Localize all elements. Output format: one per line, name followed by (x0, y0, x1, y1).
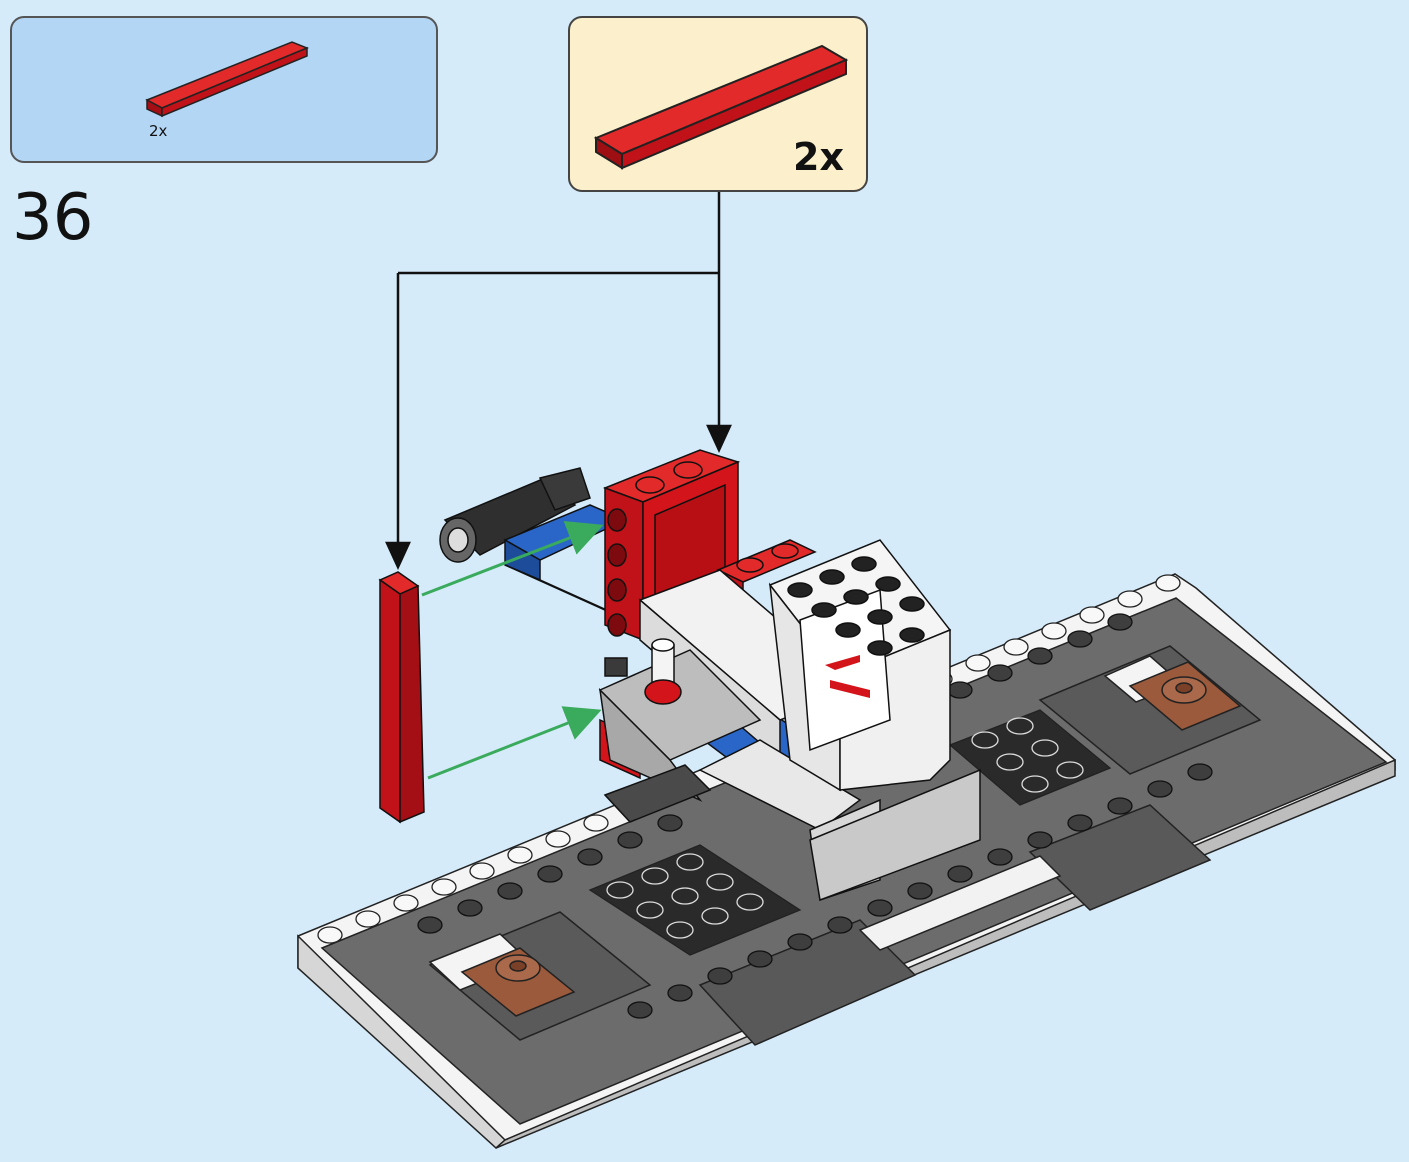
sub-assembly-callout: 2x (10, 16, 438, 163)
hollow-stud-grid (588, 709, 1112, 956)
red-tile-1x6-icon (145, 41, 309, 118)
dark-tile (603, 764, 712, 823)
install-arrows (421, 521, 604, 780)
callout-pointer-lines (385, 192, 732, 571)
engine-cylinder (439, 467, 591, 563)
plate-studs (417, 613, 1213, 1019)
sub-callout-quantity: 2x (149, 122, 168, 140)
extinguisher-piece (604, 638, 682, 705)
parts-callout: 2x (568, 16, 868, 192)
white-panel (768, 539, 952, 792)
red-tile-1x6-icon (593, 44, 849, 170)
step-number: 36 (12, 181, 94, 255)
red-tile-falling (378, 571, 425, 824)
parts-callout-quantity: 2x (793, 135, 844, 179)
